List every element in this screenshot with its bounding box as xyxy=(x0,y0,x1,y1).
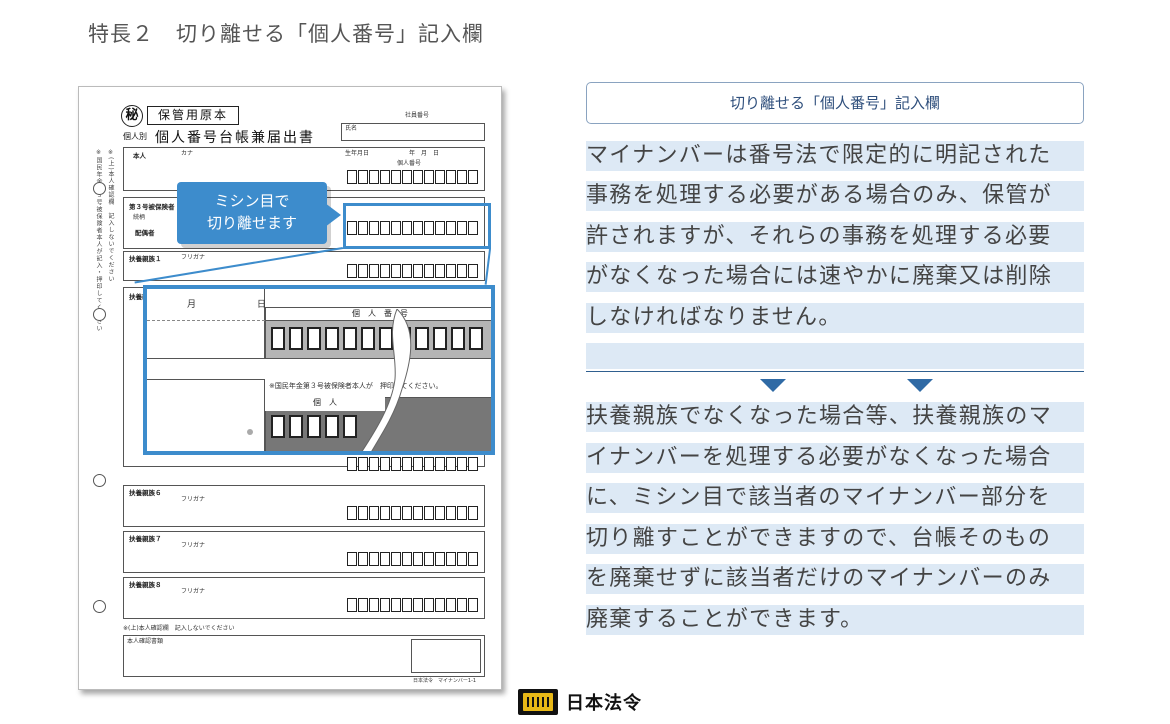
down-arrow-icon xyxy=(907,379,933,392)
zoom-person-label: 個 人 xyxy=(265,397,385,411)
zoom-mynumber-cells-2 xyxy=(271,415,357,438)
bottom-note: ※(上)本人確認欄 記入しないでください xyxy=(123,625,235,632)
divider xyxy=(586,371,1084,372)
callout-line-1: ミシン目で xyxy=(214,192,290,210)
zoom-day: 日 xyxy=(257,300,267,310)
spouse-label: 配偶者 xyxy=(135,229,155,237)
page-title: 特長２ 切り離せる「個人番号」記入欄 xyxy=(88,22,484,46)
zoom-left-cell xyxy=(147,289,265,359)
mynumber-label: 個人番号 xyxy=(397,160,422,167)
punch-hole xyxy=(93,600,106,613)
paragraph1-line: 事務を処理する必要がある場合のみ、保管が xyxy=(586,181,1084,211)
employee-number-label: 社員番号 xyxy=(405,112,430,119)
spouse-row-label: 第３号被保険者 xyxy=(129,203,175,211)
paragraph1-line: 許されますが、それらの事務を処理する必要 xyxy=(586,222,1084,252)
punch-hole xyxy=(93,474,106,487)
date-label: 年 月 日 xyxy=(409,150,440,157)
paragraph1-line: マイナンバーは番号法で限定的に明記された xyxy=(586,141,1084,171)
paragraph-spacer xyxy=(586,343,1084,369)
form-instructions-vertical-2: ※(上)本人確認欄 記入しないでください xyxy=(107,149,114,283)
punch-hole xyxy=(93,182,106,195)
zoom-month: 月 xyxy=(187,300,197,310)
paragraph1-line: がなくなった場合には速やかに廃棄又は削除 xyxy=(586,262,1084,292)
zoom-left-cell-2 xyxy=(147,379,265,451)
furigana-label: フリガナ xyxy=(181,588,206,595)
keep-original-label: 保管用原本 xyxy=(147,106,239,125)
callout-line-2: 切り離せます xyxy=(206,214,297,232)
form-subtitle: 個人別 xyxy=(123,132,147,141)
perforation-callout: ミシン目で 切り離せます xyxy=(177,182,327,244)
family8-mynumber-cells xyxy=(347,598,478,612)
section-heading: 切り離せる「個人番号」記入欄 xyxy=(586,82,1084,124)
perforation-line xyxy=(147,320,265,321)
form-title: 個人番号台帳兼届出書 xyxy=(155,130,315,146)
down-arrow-icon xyxy=(760,379,786,392)
family8-label: 扶養親族８ xyxy=(129,581,162,589)
zoom-note: ※国民年金第３号被保険者本人が 押印してください。 xyxy=(269,382,443,390)
family1-label: 扶養親族１ xyxy=(129,255,162,263)
paragraph2-line: 廃棄することができます。 xyxy=(586,605,1084,635)
name-box xyxy=(341,123,485,141)
zoom-dot xyxy=(247,429,253,435)
publisher-logo: 日本法令 xyxy=(518,688,642,716)
family5-mynumber-cells xyxy=(347,457,478,471)
paragraph2-line: 扶養親族でなくなった場合等、扶養親族のマ xyxy=(586,402,1084,432)
mynumber-zoom-panel: 月 日 個 人 番 号 ※国民年金第３号被保険者本人が 押印してください。 個 … xyxy=(143,285,495,455)
mynumber-cells xyxy=(347,170,478,184)
self-label: 本人 xyxy=(133,152,146,160)
zoom-mynumber-label: 個 人 番 号 xyxy=(265,307,491,321)
secret-mark: 秘 xyxy=(121,105,143,127)
family6-mynumber-cells xyxy=(347,506,478,520)
paragraph2-line: に、ミシン目で該当者のマイナンバー部分を xyxy=(586,483,1084,513)
punch-hole xyxy=(93,308,106,321)
mynumber-highlight-frame xyxy=(343,203,491,249)
paragraph2-line: イナンバーを処理する必要がなくなった場合 xyxy=(586,443,1084,473)
logo-text: 日本法令 xyxy=(566,693,642,714)
paragraph1-line: しなければなりません。 xyxy=(586,303,1084,333)
nihon-horei-logo-icon xyxy=(518,689,558,715)
family6-label: 扶養親族６ xyxy=(129,489,162,497)
paragraph2-line: を廃棄せずに該当者だけのマイナンバーのみ xyxy=(586,564,1084,594)
birth-label: 生年月日 xyxy=(345,150,370,157)
torn-paper-icon xyxy=(361,309,412,451)
furigana-label: フリガナ xyxy=(181,496,206,503)
spouse-mynumber-cells xyxy=(347,221,478,235)
family7-mynumber-cells xyxy=(347,552,478,566)
stamp-box xyxy=(411,639,481,673)
paragraph2-line: 切り離すことができますので、台帳そのもの xyxy=(586,524,1084,554)
relation-label: 続柄 xyxy=(133,214,146,221)
name-label: 氏名 xyxy=(345,125,358,132)
callout-arrow-icon xyxy=(325,203,341,227)
id-docs-label: 本人確認書類 xyxy=(127,638,164,645)
furigana-label: フリガナ xyxy=(181,542,206,549)
form-instructions-vertical: ※国民年金第３号被保険者本人が記入・押印してください xyxy=(95,149,102,332)
kana-label: カナ xyxy=(181,150,194,157)
family1-mynumber-cells xyxy=(347,264,478,278)
family7-label: 扶養親族７ xyxy=(129,535,162,543)
footer-code: 日本法令 マイナンバー1-1 xyxy=(413,678,477,684)
furigana-label: フリガナ xyxy=(181,254,206,261)
